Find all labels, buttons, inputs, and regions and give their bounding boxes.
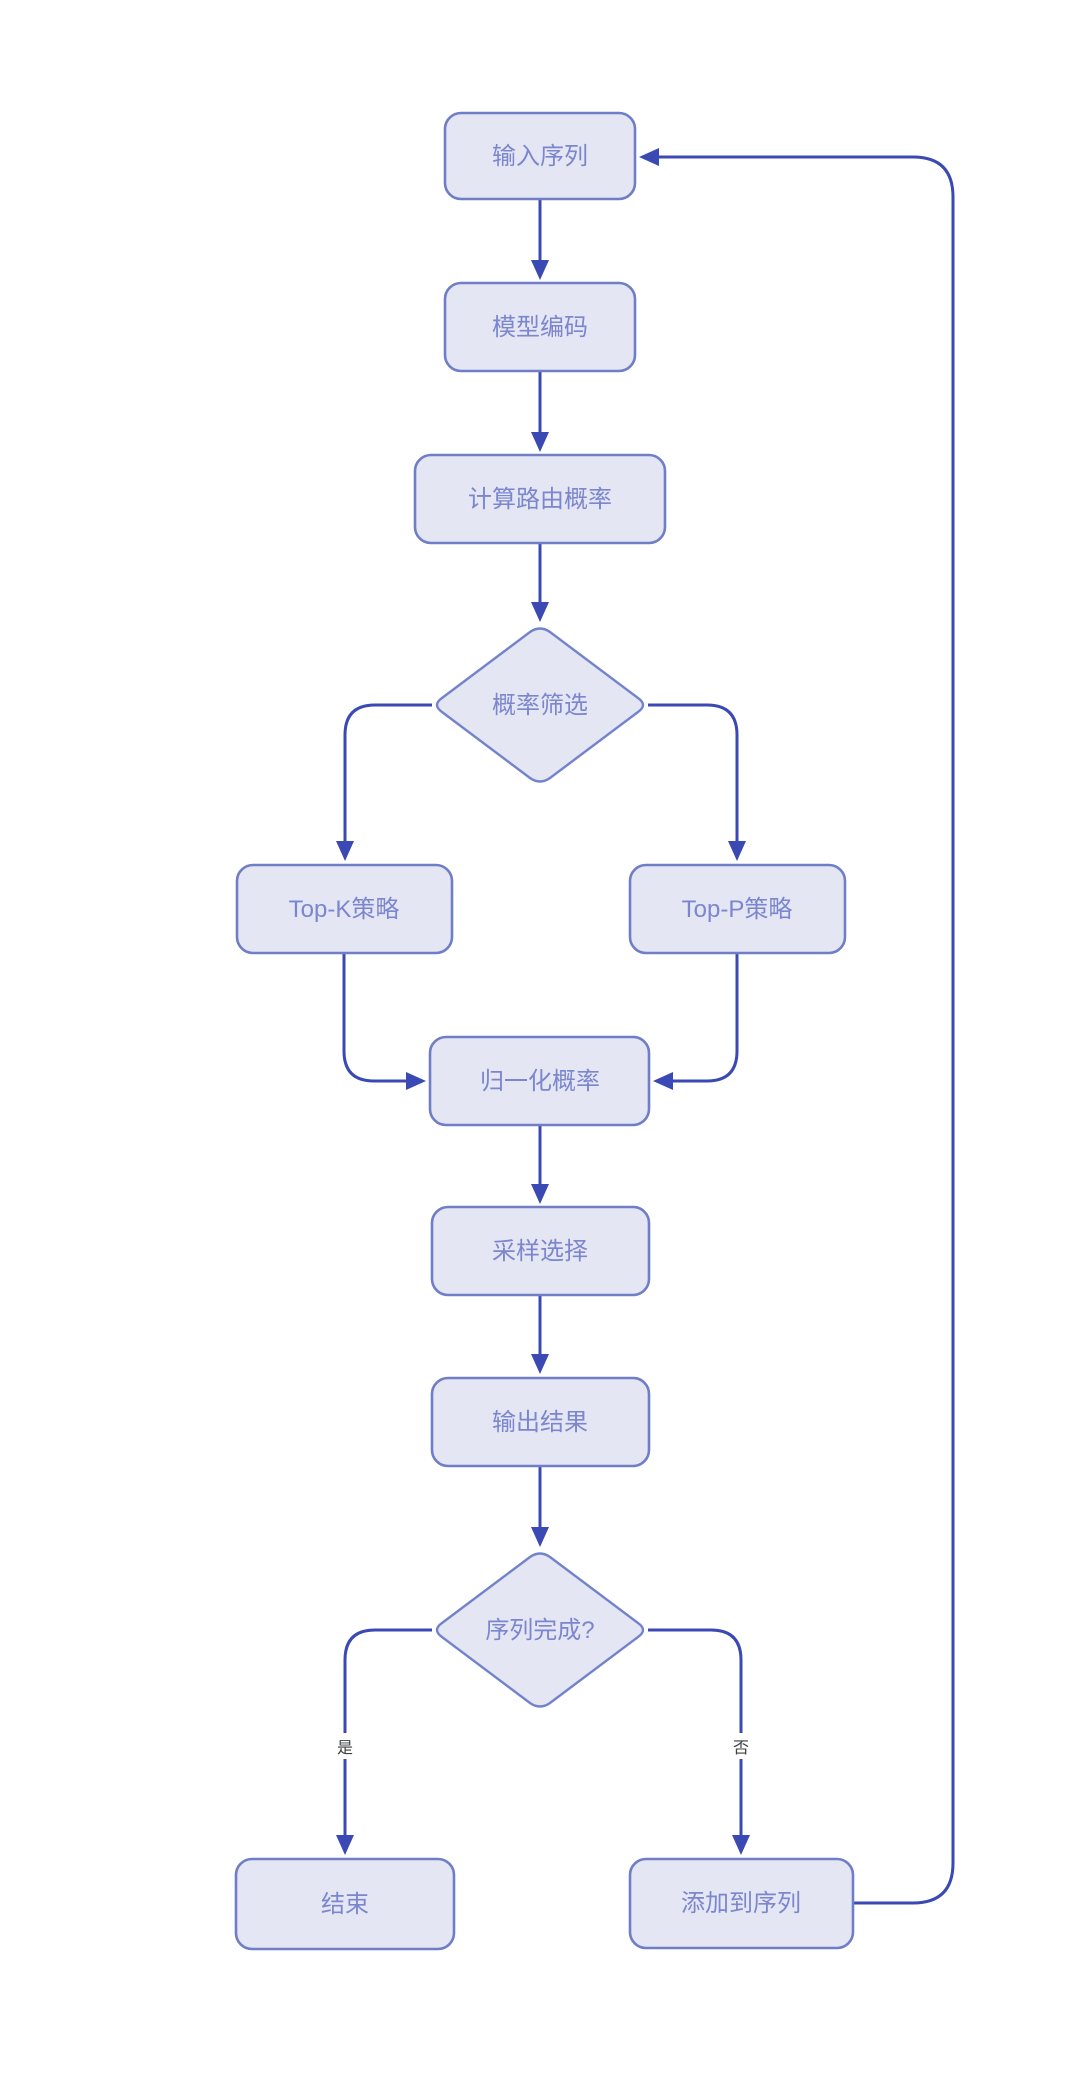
- node-prob-filter: 概率筛选: [435, 627, 645, 783]
- node-compute-routing-prob-label: 计算路由概率: [468, 486, 612, 513]
- node-normalize-prob-shape: [428, 1035, 651, 1127]
- node-normalize-prob: 归一化概率: [428, 1035, 651, 1127]
- branch-label-no-text: 否: [733, 1740, 749, 1757]
- node-top-p: Top-P策略: [628, 863, 847, 955]
- node-output-result-shape: [430, 1376, 651, 1468]
- node-append-to-sequence: 添加到序列: [628, 1857, 855, 1950]
- node-sequence-done-shape: [435, 1552, 645, 1708]
- node-prob-filter-shape: [435, 627, 645, 783]
- node-top-k-shape: [235, 863, 454, 955]
- node-input-sequence-shape: [443, 111, 637, 201]
- node-prob-filter-label: 概率筛选: [492, 692, 588, 719]
- edge-done-no-to-append: [648, 1628, 750, 1855]
- node-compute-routing-prob-shape: [413, 453, 667, 545]
- node-top-p-shape: [628, 863, 847, 955]
- node-sampling-select-shape: [430, 1205, 651, 1297]
- node-compute-routing-prob: 计算路由概率: [413, 453, 667, 545]
- node-output-result-label: 输出结果: [492, 1409, 588, 1436]
- node-input-sequence: 输入序列: [443, 111, 637, 201]
- node-sampling-select: 采样选择: [430, 1205, 651, 1297]
- node-sampling-select-label: 采样选择: [492, 1238, 588, 1265]
- node-sequence-done-label: 序列完成?: [485, 1617, 594, 1644]
- node-normalize-prob-label: 归一化概率: [480, 1068, 600, 1095]
- edge-topk-to-normalize: [342, 953, 426, 1090]
- branch-label-no-bg: [729, 1733, 753, 1759]
- edge-done-yes-to-end: [336, 1628, 432, 1855]
- node-input-sequence-label: 输入序列: [492, 143, 588, 170]
- node-end-shape: [234, 1857, 456, 1951]
- branch-label-no: 否: [729, 1733, 753, 1759]
- node-end: 结束: [234, 1857, 456, 1951]
- edge-filter-to-topk: [336, 703, 432, 861]
- branch-label-yes-bg: [333, 1733, 357, 1759]
- edge-filter-to-topp: [648, 703, 746, 861]
- node-sequence-done: 序列完成?: [435, 1552, 645, 1708]
- node-output-result: 输出结果: [430, 1376, 651, 1468]
- edge-append-loop-to-input: [639, 148, 955, 1905]
- node-append-to-sequence-label: 添加到序列: [681, 1890, 801, 1917]
- node-top-p-label: Top-P策略: [682, 896, 793, 923]
- branch-label-yes-text: 是: [337, 1740, 353, 1757]
- node-top-k-label: Top-K策略: [289, 896, 400, 923]
- node-top-k: Top-K策略: [235, 863, 454, 955]
- node-model-encode-label: 模型编码: [492, 314, 588, 341]
- node-end-label: 结束: [321, 1891, 369, 1918]
- branch-label-yes: 是: [333, 1733, 357, 1759]
- node-model-encode: 模型编码: [443, 281, 637, 373]
- node-model-encode-shape: [443, 281, 637, 373]
- node-append-to-sequence-shape: [628, 1857, 855, 1950]
- edge-topp-to-normalize: [653, 953, 739, 1090]
